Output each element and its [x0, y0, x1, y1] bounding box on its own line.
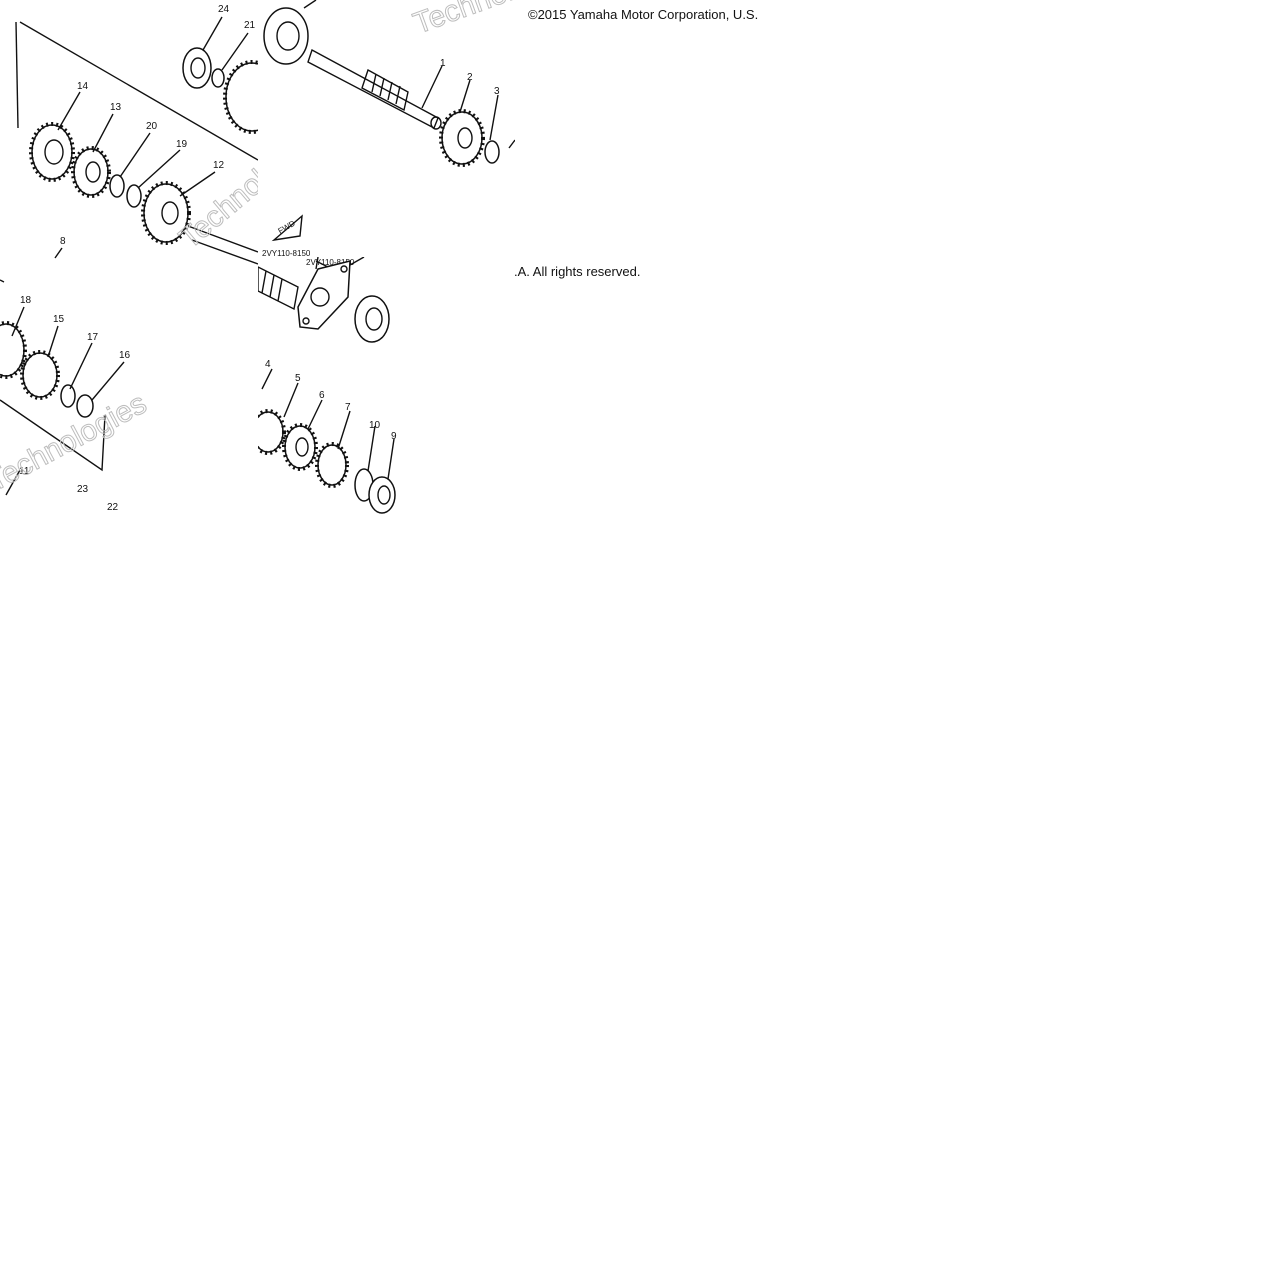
callout-17: 17	[87, 332, 99, 343]
gear-18	[0, 321, 27, 379]
watermark-text-c: Technologies	[409, 0, 515, 41]
callout-12: 12	[213, 160, 225, 171]
bearing-top	[263, 7, 309, 65]
countershaft-diagram-tile: 24 21 14 13 20 19 12 8 18 15 17 16 11 23…	[0, 0, 258, 515]
callout-10: 10	[369, 420, 381, 431]
callout-21: 21	[244, 20, 256, 31]
countershaft-stub	[187, 225, 258, 265]
callout-2: 2	[467, 72, 473, 83]
axle-end-diagram-tile: 2VY110-8150	[258, 257, 515, 515]
gear-12	[141, 181, 191, 245]
gear-7	[315, 442, 349, 488]
callout-3: 3	[494, 86, 500, 97]
main-axle-1	[307, 48, 442, 130]
callout-19: 19	[176, 139, 188, 150]
gear-14	[29, 122, 75, 182]
washer-21	[211, 68, 225, 88]
gear-2	[439, 109, 485, 167]
callout-6: 6	[319, 390, 325, 401]
bracket-line-left	[15, 21, 19, 129]
callout-18: 18	[20, 295, 32, 306]
clip-16	[76, 394, 94, 418]
callout-11: 11	[19, 466, 30, 477]
callout-1: 1	[440, 58, 446, 69]
bearing-right	[354, 295, 390, 343]
gear-partial-top-right	[223, 60, 258, 134]
callout-22: 22	[107, 502, 119, 513]
fwd-label: FWD	[277, 219, 297, 236]
gear-15	[20, 350, 60, 400]
callout-9: 9	[391, 431, 397, 442]
callout-14: 14	[77, 81, 89, 92]
callout-4: 4	[265, 359, 271, 370]
countershaft-diagram: 24 21 14 13 20 19 12 8 18 15 17 16 11 23…	[0, 4, 258, 513]
part-number-label: 2VY110-8150	[262, 249, 311, 257]
bracket-line-top	[19, 21, 258, 161]
washer-20	[109, 174, 125, 198]
callout-24: 24	[218, 4, 230, 15]
bearing-9	[368, 476, 396, 514]
callout-5: 5	[295, 373, 301, 384]
bearing-24	[182, 47, 212, 89]
callout-8: 8	[60, 236, 66, 247]
fwd-arrow: FWD	[271, 214, 303, 242]
copyright-line-2: .A. All rights reserved.	[514, 264, 641, 279]
watermark-text-a: Technologies	[0, 387, 152, 498]
washer-19	[126, 184, 142, 208]
gear-13	[71, 146, 111, 198]
callout-7: 7	[345, 402, 351, 413]
callout-15: 15	[53, 314, 65, 325]
gear-5	[258, 409, 286, 455]
gear-6	[282, 423, 318, 471]
callout-20: 20	[146, 121, 158, 132]
bearing-plate	[297, 260, 351, 330]
washer-17	[60, 384, 76, 408]
mainshaft-diagram: FWD 2VY110-8150 1 2 3 Technologies	[262, 0, 515, 257]
callout-23: 23	[77, 484, 89, 495]
callout-16: 16	[119, 350, 131, 361]
mainshaft-diagram-tile: FWD 2VY110-8150 1 2 3 Technologies	[258, 0, 515, 257]
copyright-line-1: ©2015 Yamaha Motor Corporation, U.S.	[528, 7, 759, 22]
axle-end-diagram: 2VY110-8150	[258, 257, 397, 514]
part-number-fragment: 2VY110-8150	[306, 258, 355, 267]
callout-13: 13	[110, 102, 122, 113]
washer-3	[484, 140, 500, 164]
bracket-line-bottom	[0, 399, 106, 472]
